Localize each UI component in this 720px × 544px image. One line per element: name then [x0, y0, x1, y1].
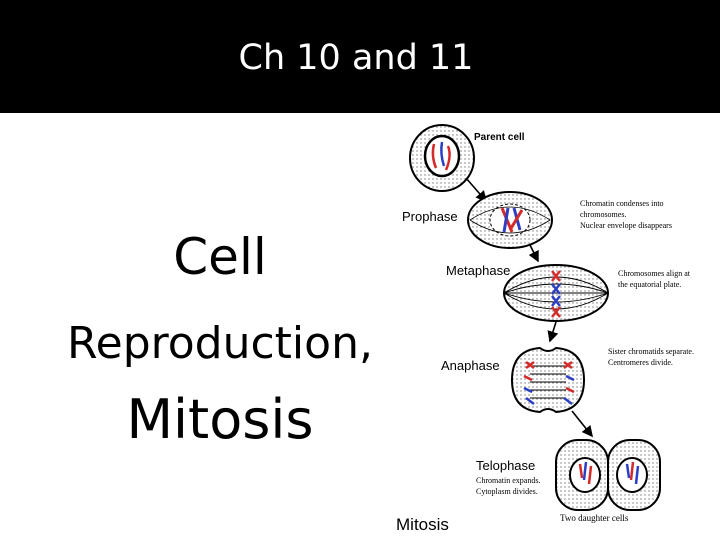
mitosis-diagram-svg: Parent cell Prophase Chromatin condenses…: [396, 124, 694, 534]
metaphase-cell: [503, 264, 609, 322]
metaphase-note-2: the equatorial plate.: [618, 280, 681, 289]
arrow-4: [571, 410, 593, 438]
telophase-note-1: Chromatin expands.: [476, 476, 540, 485]
diagram-caption: Mitosis: [396, 515, 449, 534]
telophase-cells: [555, 439, 661, 511]
anaphase-label: Anaphase: [441, 358, 500, 373]
arrow-2: [528, 244, 539, 263]
anaphase-cell: [510, 346, 586, 414]
anaphase-note-1: Sister chromatids separate.: [608, 347, 694, 356]
arrow-1: [465, 177, 488, 203]
parent-cell: [409, 124, 475, 192]
title-line-cell: Cell: [173, 228, 267, 286]
title-line-mitosis: Mitosis: [126, 388, 314, 451]
title-line-reproduction: Reproduction,: [67, 318, 373, 369]
prophase-cell: [467, 191, 553, 249]
anaphase-note-2: Centromeres divide.: [608, 358, 673, 367]
metaphase-note-1: Chromosomes align at: [618, 269, 691, 278]
mitosis-diagram: Parent cell Prophase Chromatin condenses…: [380, 118, 720, 540]
prophase-note-3: Nuclear envelope disappears: [580, 221, 672, 230]
telophase-label: Telophase: [476, 458, 535, 473]
metaphase-label: Metaphase: [446, 263, 510, 278]
prophase-note-2: chromosomes.: [580, 210, 626, 219]
prophase-note-1: Chromatin condenses into: [580, 199, 664, 208]
title-bar: Ch 10 and 11: [0, 0, 720, 113]
header-title: Ch 10 and 11: [238, 38, 474, 78]
parent-cell-label: Parent cell: [474, 132, 525, 143]
telophase-note-2: Cytoplasm divides.: [476, 487, 538, 496]
arrow-3: [547, 321, 559, 343]
daughter-cells-label: Two daughter cells: [560, 513, 629, 523]
prophase-label: Prophase: [402, 209, 458, 224]
